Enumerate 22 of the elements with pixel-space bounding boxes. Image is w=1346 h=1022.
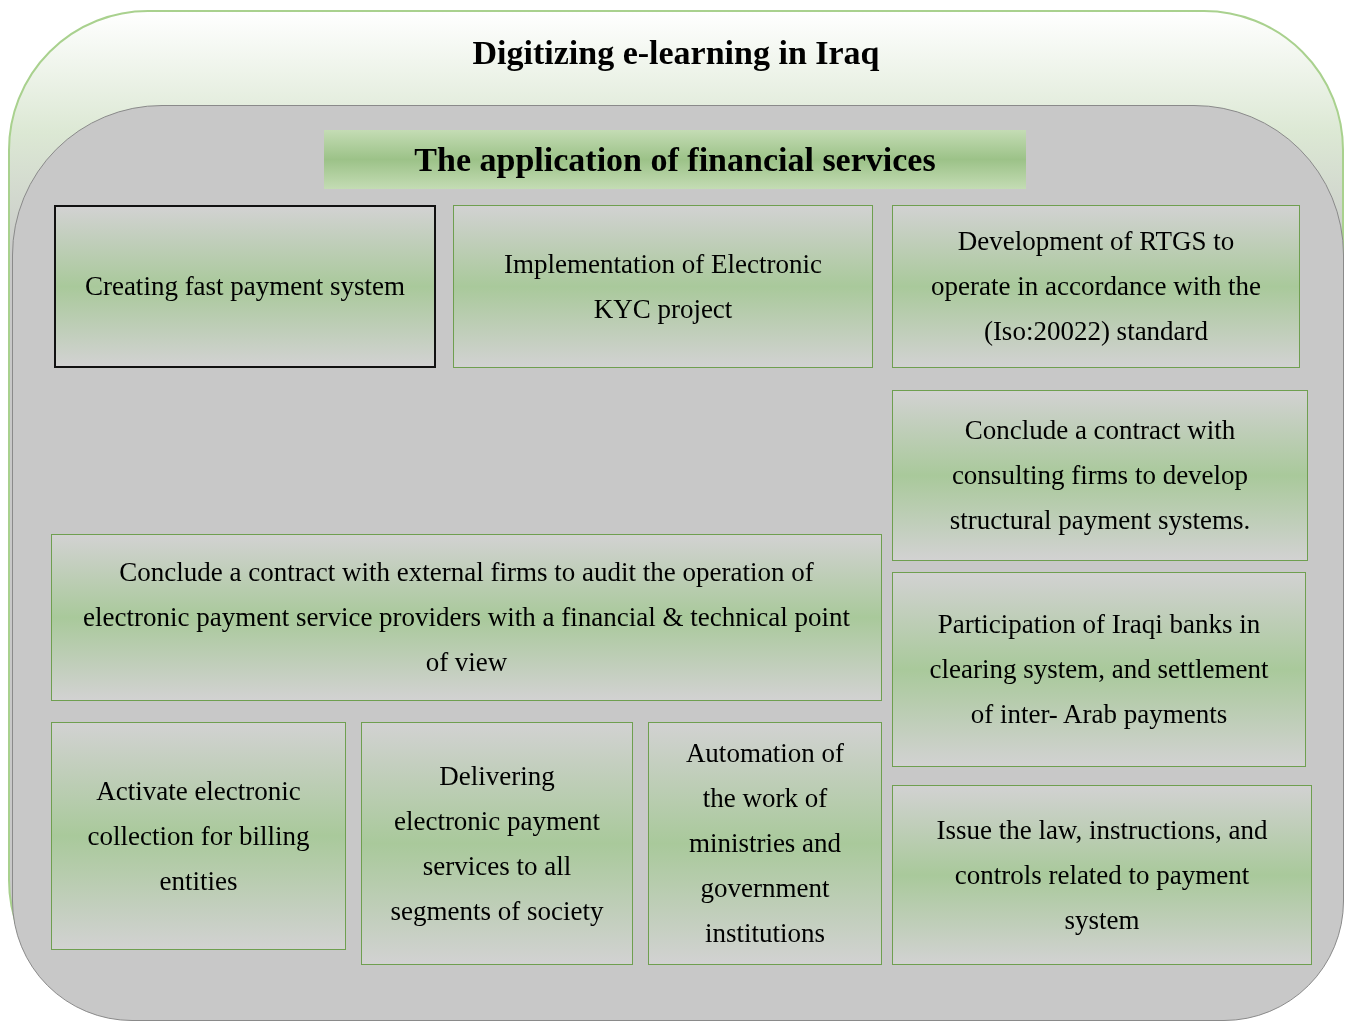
box-text: Delivering electronic payment services to all segments of society — [389, 759, 605, 928]
text-box — [54, 205, 436, 368]
text-box — [51, 722, 346, 950]
text-box — [892, 572, 1306, 767]
text-box — [51, 534, 882, 701]
box-text: Automation of the work of ministries and government institutions — [684, 737, 846, 950]
text-box — [892, 390, 1308, 561]
text-box — [892, 205, 1300, 368]
box-text: Issue the law, instructions, and controls related to payment system — [935, 813, 1269, 937]
box-text: Conclude a contract with external firms to audit the operation of electronic payment service providers with a financial & technical point of view — [82, 556, 851, 679]
text-box — [453, 205, 873, 368]
panel-title: Digitizing e-learning in Iraq — [471, 34, 881, 72]
box-text: Participation of Iraqi banks in clearing system, and settlement of inter- Arab payments — [928, 608, 1270, 731]
text-box — [892, 785, 1312, 965]
box-text: Development of RTGS to operate in accordance with the (Iso:20022) standard — [930, 225, 1262, 348]
box-text: Activate electronic collection for billing entities — [86, 774, 311, 898]
box-text: Conclude a contract with consulting firms to develop structural payment systems. — [948, 414, 1252, 537]
box-text: Implementation of Electronic KYC project — [503, 247, 823, 326]
text-box — [648, 722, 882, 965]
box-text: Creating fast payment system — [84, 270, 406, 303]
text-box — [361, 722, 633, 965]
panel-heading: The application of financial services — [324, 130, 1026, 189]
